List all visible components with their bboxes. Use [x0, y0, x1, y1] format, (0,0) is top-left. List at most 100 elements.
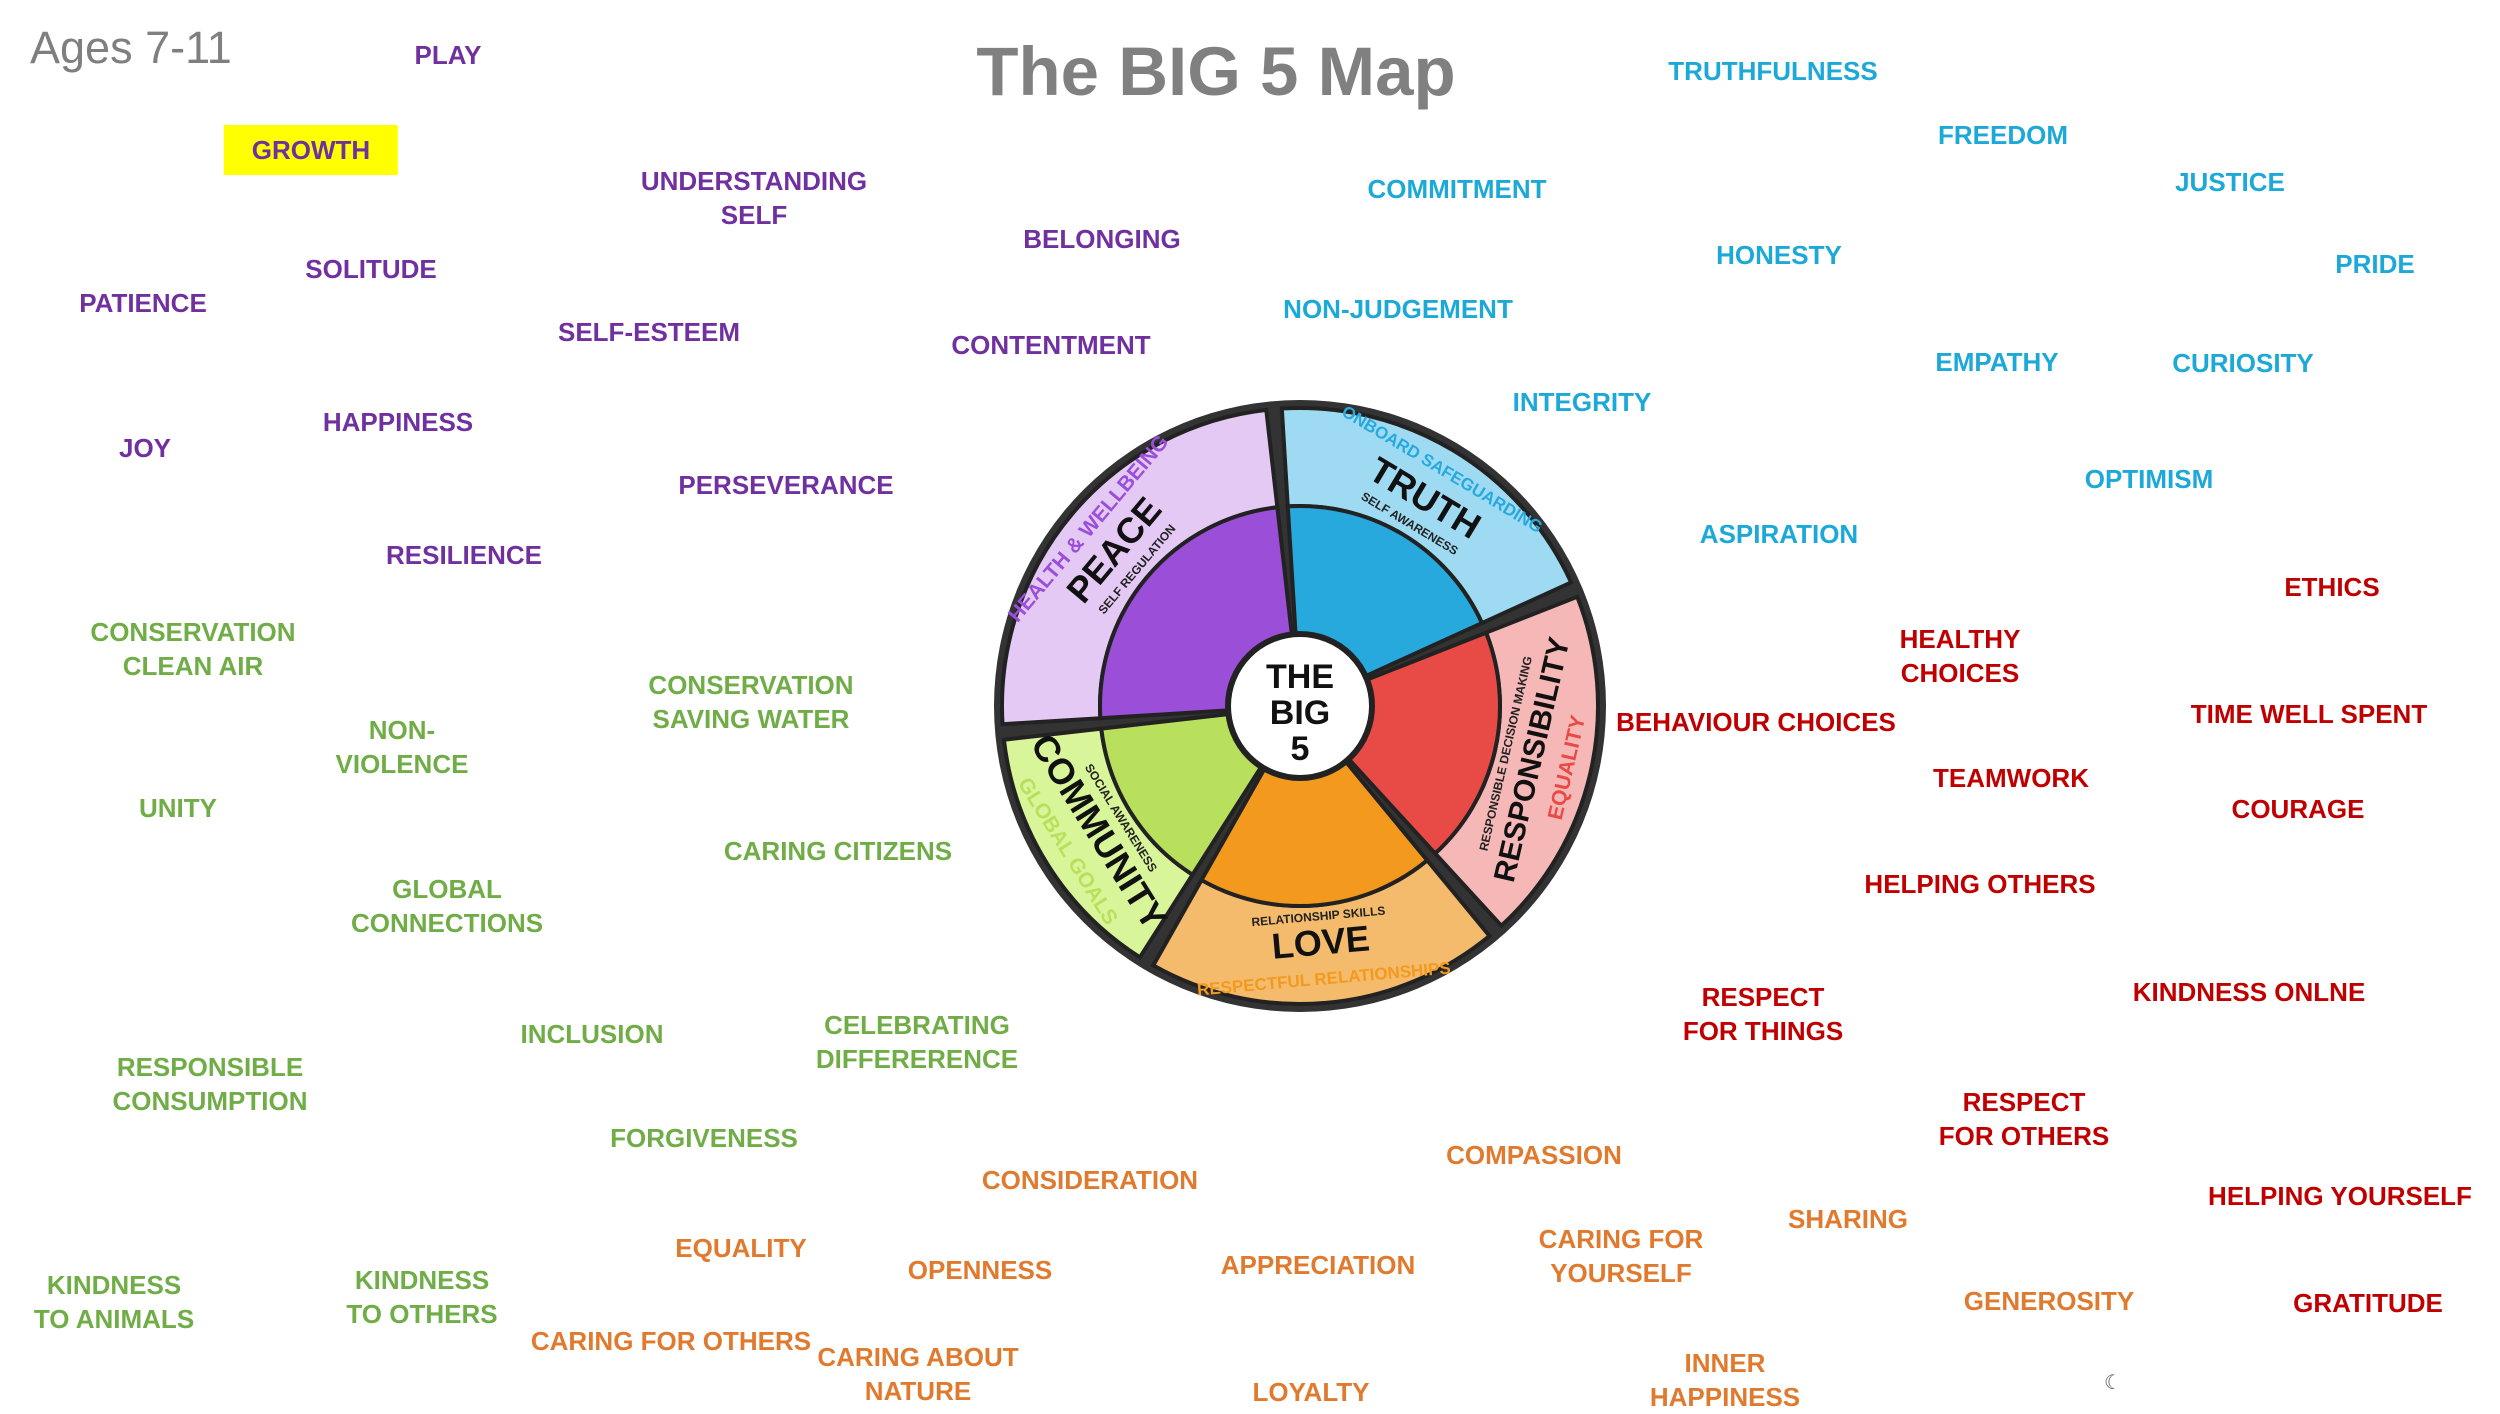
value-conservation-saving-water: CONSERVATION SAVING WATER [648, 668, 853, 736]
value-resilience: RESILIENCE [385, 540, 543, 570]
value-happiness: HAPPINESS [322, 407, 474, 437]
line-2: FOR OTHERS [1938, 1121, 2110, 1151]
value-time-well-spent: TIME WELL SPENT [2190, 699, 2428, 729]
line-2: CONSUMPTION [112, 1086, 308, 1116]
line-1: CONSERVATION [648, 670, 854, 700]
line-2: CHOICES [1900, 658, 2020, 688]
value-openness: OPENNESS [907, 1255, 1053, 1285]
value-pride: PRIDE [2335, 249, 2415, 279]
value-celebrating-difference: CELEBRATING DIFFERERENCE [816, 1008, 1018, 1076]
line-2: SAVING WATER [652, 704, 850, 734]
line-1: CONSERVATION [90, 617, 296, 647]
line-2: YOURSELF [1550, 1258, 1692, 1288]
value-responsible-consumption: RESPONSIBLE CONSUMPTION [113, 1050, 308, 1118]
line-1: UNDERSTANDING [640, 166, 868, 196]
line-2: HAPPINESS [1649, 1382, 1801, 1412]
line-2: TO OTHERS [346, 1299, 498, 1329]
line-1: RESPONSIBLE [116, 1052, 304, 1082]
value-global-connections: GLOBAL CONNECTIONS [351, 872, 543, 940]
value-contentment: CONTENTMENT [951, 330, 1151, 360]
center-line-2: BIG [1270, 694, 1330, 732]
value-consideration: CONSIDERATION [981, 1165, 1199, 1195]
line-1: KINDNESS [354, 1265, 490, 1295]
center-line-3: 5 [1291, 730, 1310, 768]
value-unity: UNITY [139, 793, 217, 823]
growth-highlight: GROWTH [223, 125, 399, 175]
value-optimism: OPTIMISM [2084, 464, 2214, 494]
value-empathy: EMPATHY [1935, 347, 2059, 377]
value-sharing: SHARING [1788, 1204, 1908, 1234]
value-joy: JOY [118, 433, 172, 463]
value-generosity: GENEROSITY [1963, 1286, 2135, 1316]
center-line-1: THE [1266, 658, 1334, 696]
value-play: PLAY [414, 40, 482, 70]
line-1: KINDNESS [46, 1270, 182, 1300]
value-truthfulness: TRUTHFULNESS [1668, 56, 1878, 86]
value-forgiveness: FORGIVENESS [610, 1123, 798, 1153]
page-title: The BIG 5 Map [976, 33, 1456, 110]
value-teamwork: TEAMWORK [1933, 763, 2089, 793]
value-kindness-online: KINDNESS ONLNE [2132, 977, 2366, 1007]
value-aspiration: ASPIRATION [1699, 519, 1859, 549]
value-helping-yourself: HELPING YOURSELF [2208, 1181, 2472, 1211]
value-kindness-to-animals: KINDNESS TO ANIMALS [34, 1268, 194, 1336]
wheel-center [1225, 631, 1375, 781]
value-curiosity: CURIOSITY [2172, 348, 2314, 378]
value-kindness-to-others: KINDNESS TO OTHERS [346, 1263, 497, 1331]
segment-love-title: LOVE [1270, 917, 1371, 966]
value-appreciation: APPRECIATION [1220, 1250, 1416, 1280]
value-helping-others: HELPING OTHERS [1864, 869, 2096, 899]
line-2: FOR THINGS [1682, 1016, 1844, 1046]
value-belonging: BELONGING [1023, 224, 1181, 254]
line-1: CARING ABOUT [817, 1342, 1019, 1372]
value-understanding-self: UNDERSTANDING SELF [641, 164, 867, 232]
value-perseverance: PERSEVERANCE [678, 470, 894, 500]
value-growth: GROWTH [223, 125, 399, 175]
value-commitment: COMMITMENT [1367, 174, 1547, 204]
line-2: SELF [720, 200, 788, 230]
line-2: NATURE [864, 1376, 972, 1406]
value-caring-about-nature: CARING ABOUT NATURE [817, 1340, 1018, 1408]
value-conservation-clean-air: CONSERVATION CLEAN AIR [90, 615, 295, 683]
line-1: NON- [368, 715, 436, 745]
line-2: TO ANIMALS [33, 1304, 195, 1334]
value-gratitude: GRATITUDE [2293, 1288, 2443, 1318]
value-caring-for-others: CARING FOR OTHERS [530, 1326, 812, 1356]
value-behaviour-choices: BEHAVIOUR CHOICES [1616, 707, 1896, 737]
value-healthy-choices: HEALTHY CHOICES [1900, 622, 2021, 690]
line-1: RESPECT [1701, 982, 1825, 1012]
value-self-esteem: SELF-ESTEEM [557, 317, 741, 347]
value-inner-happiness: INNER HAPPINESS [1650, 1346, 1800, 1414]
value-justice: JUSTICE [2175, 167, 2285, 197]
line-2: CLEAN AIR [122, 651, 264, 681]
value-non-judgement: NON-JUDGEMENT [1283, 294, 1513, 324]
value-caring-for-yourself: CARING FOR YOURSELF [1539, 1222, 1704, 1290]
value-caring-citizens: CARING CITIZENS [723, 836, 953, 866]
value-solitude: SOLITUDE [305, 254, 437, 284]
value-honesty: HONESTY [1716, 240, 1842, 270]
line-1: CARING FOR [1538, 1224, 1704, 1254]
line-1: RESPECT [1962, 1087, 2086, 1117]
value-compassion: COMPASSION [1446, 1140, 1622, 1170]
age-range-label: Ages 7-11 [30, 22, 232, 73]
line-2: CONNECTIONS [350, 908, 544, 938]
line-2: DIFFERERENCE [815, 1044, 1019, 1074]
moon-icon: ☾ [2104, 1372, 2122, 1394]
value-equality: EQUALITY [675, 1233, 807, 1263]
value-loyalty: LOYALTY [1252, 1377, 1370, 1407]
line-1: GLOBAL [392, 874, 502, 904]
value-integrity: INTEGRITY [1512, 387, 1652, 417]
value-respect-for-things: RESPECT FOR THINGS [1683, 980, 1843, 1048]
line-1: INNER [1684, 1348, 1766, 1378]
value-courage: COURAGE [2231, 794, 2365, 824]
value-inclusion: INCLUSION [520, 1019, 664, 1049]
line-1: CELEBRATING [824, 1010, 1010, 1040]
line-1: HEALTHY [1899, 624, 2021, 654]
value-freedom: FREEDOM [1938, 120, 2068, 150]
value-ethics: ETHICS [2284, 572, 2380, 602]
value-non-violence: NON- VIOLENCE [336, 713, 469, 781]
line-2: VIOLENCE [335, 749, 469, 779]
value-patience: PATIENCE [79, 288, 207, 318]
